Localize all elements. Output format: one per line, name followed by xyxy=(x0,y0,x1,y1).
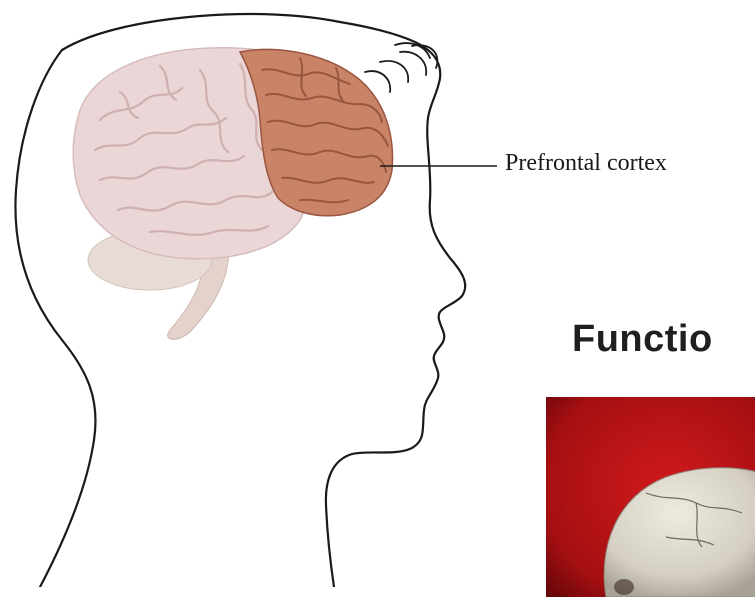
hair-lines xyxy=(365,43,437,92)
section-heading: Functio xyxy=(572,318,713,361)
skull-photo xyxy=(546,397,755,597)
prefrontal-cortex-label: Prefrontal cortex xyxy=(505,150,667,177)
